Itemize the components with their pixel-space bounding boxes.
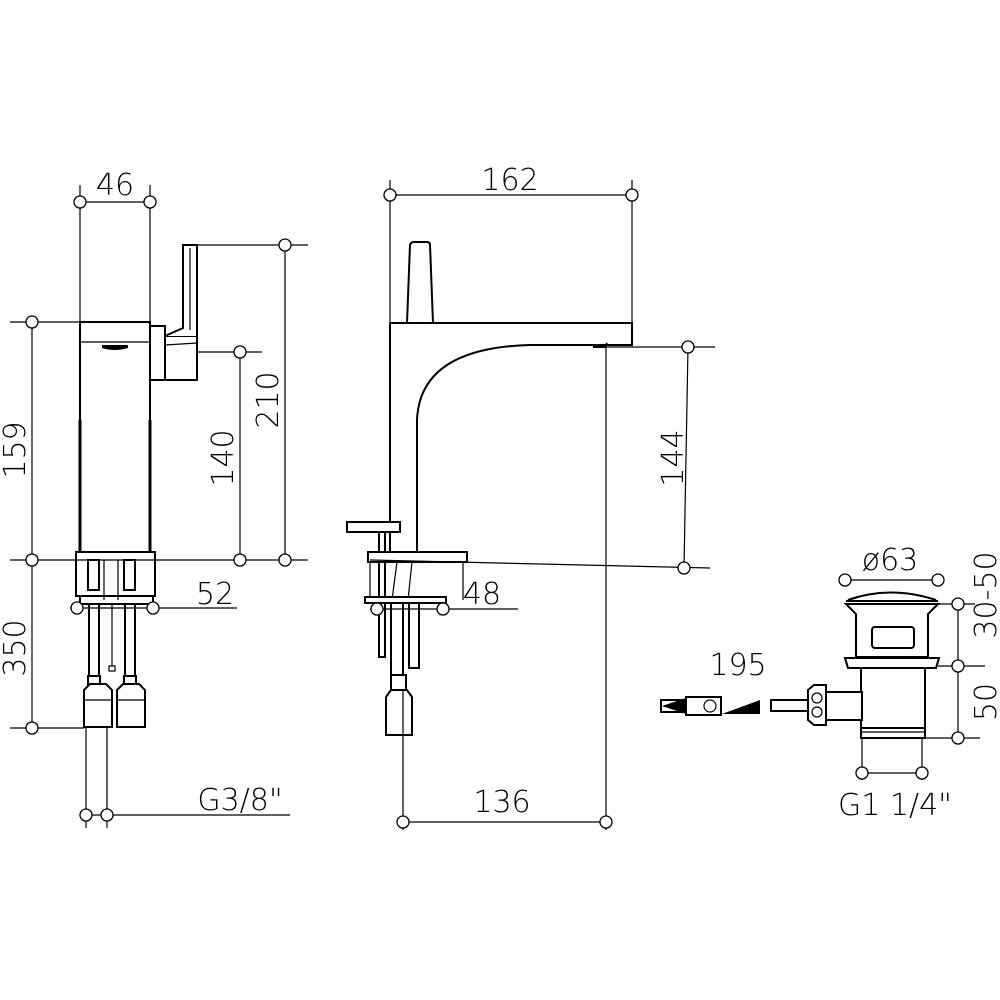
dim-159: 159 — [0, 421, 33, 478]
tap-body-side — [78, 244, 198, 554]
dim-30-50: 30-50 — [969, 551, 1000, 638]
tap-body-front — [346, 241, 633, 736]
dim-210: 210 — [251, 371, 286, 428]
dim-136: 136 — [473, 785, 530, 820]
dim-g1-1-4: G1 1/4" — [838, 788, 952, 823]
pull-rod-arrow — [660, 696, 760, 716]
dim-144: 144 — [656, 429, 691, 486]
dim-g3-8: G3/8" — [197, 783, 282, 818]
front-view: 162 144 48 136 — [346, 163, 715, 830]
dim-195: 195 — [709, 648, 766, 683]
dimension-lines-side — [10, 185, 308, 828]
dim-48: 48 — [463, 577, 501, 612]
tap-base-side — [75, 551, 156, 728]
dim-140: 140 — [206, 429, 241, 486]
dimension-lines-front — [369, 180, 715, 830]
side-view: 46 210 140 159 350 52 G3/8" — [0, 168, 308, 828]
dimension-lines-waste — [838, 573, 985, 780]
dim-350: 350 — [0, 619, 33, 676]
waste-view: ø63 30-50 50 195 G1 1/4" — [660, 543, 1000, 823]
pop-up-waste — [770, 591, 941, 739]
dim-diameter-63: ø63 — [862, 543, 919, 578]
dim-46: 46 — [96, 168, 134, 203]
dim-52: 52 — [196, 577, 234, 612]
dim-50: 50 — [969, 683, 1000, 721]
dim-162: 162 — [481, 163, 538, 198]
